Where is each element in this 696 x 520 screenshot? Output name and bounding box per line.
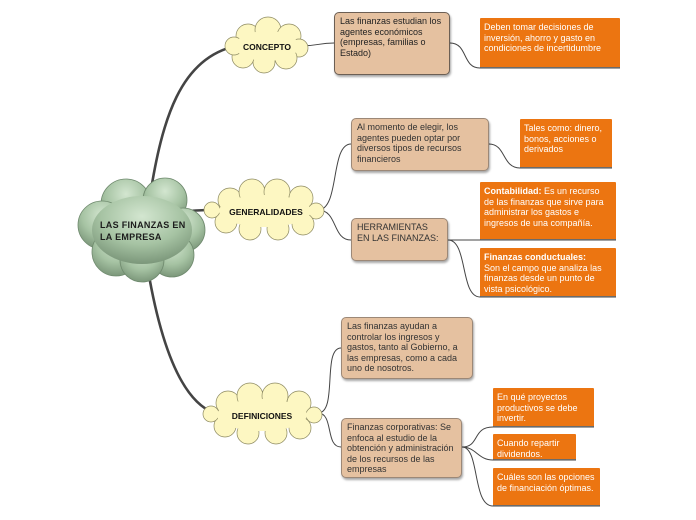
conductuales-box[interactable]: Finanzas conductuales:Son el campo que a… xyxy=(480,248,616,297)
contabilidad-title: Contabilidad: xyxy=(484,186,542,196)
proyectos-box[interactable]: En qué proyectos productivos se debe inv… xyxy=(493,388,594,427)
connector-definiciones-ayudan xyxy=(317,347,342,414)
generalidades-cloud-shape xyxy=(203,178,325,241)
financiacion-box[interactable]: Cuáles son las opciones de financiación … xyxy=(493,468,600,506)
definiciones-cloud-shape xyxy=(202,382,323,445)
conductuales-title: Finanzas conductuales: xyxy=(484,252,587,262)
ayudan-box[interactable]: Las finanzas ayudan a controlar los ingr… xyxy=(341,317,473,379)
concepto-cloud-shape xyxy=(224,16,309,74)
connector-central-concepto xyxy=(148,44,237,197)
topic-definiciones[interactable]: DEFINICIONES xyxy=(231,411,293,421)
connector-momento-detail xyxy=(488,143,612,169)
contabilidad-box[interactable]: Contabilidad: Es un recurso de las finan… xyxy=(480,182,616,240)
topic-generalidades[interactable]: GENERALIDADES xyxy=(229,207,303,217)
momento-detail-box[interactable]: Tales como: dinero, bonos, acciones o de… xyxy=(520,119,612,168)
contabilidad-text: Es un recurso de las finanzas que sirve … xyxy=(484,186,604,228)
connector-corporativas-proyectos xyxy=(461,426,594,448)
corporativas-box[interactable]: Finanzas corporativas: Se enfoca al estu… xyxy=(341,418,462,478)
central-cloud-shape xyxy=(77,177,206,283)
conductuales-text: Son el campo que analiza las finanzas de… xyxy=(484,262,602,294)
connector-corporativas-dividendos xyxy=(461,446,576,461)
connector-generalidades-momento xyxy=(317,143,352,211)
concepto-text-box[interactable]: Las finanzas estudian los agentes económ… xyxy=(334,12,450,75)
connector-central-definiciones xyxy=(146,269,215,415)
connector-concepto-detail xyxy=(449,42,620,69)
concepto-detail-box[interactable]: Deben tomar decisiones de inversión, aho… xyxy=(480,18,620,68)
connector-herramientas-conductuales xyxy=(447,239,616,298)
momento-box[interactable]: Al momento de elegir, los agentes pueden… xyxy=(351,118,489,171)
topic-concepto[interactable]: CONCEPTO xyxy=(242,42,292,52)
connector-corporativas-financiacion xyxy=(461,446,600,507)
central-topic[interactable]: LAS FINANZAS EN LA EMPRESA xyxy=(100,220,186,242)
dividendos-box[interactable]: Cuando repartir dividendos. xyxy=(493,434,576,460)
herramientas-box[interactable]: HERRAMIENTAS EN LAS FINANZAS: xyxy=(351,218,448,261)
